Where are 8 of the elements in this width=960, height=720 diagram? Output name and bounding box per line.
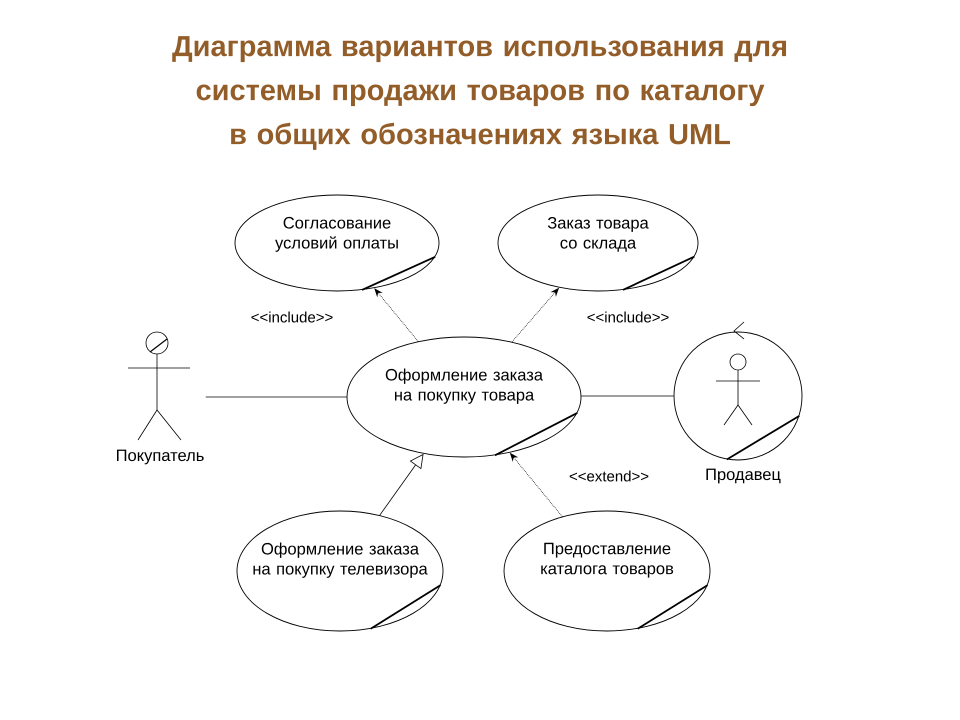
association-line — [205, 396, 347, 398]
node-label: Покупатель — [117, 450, 204, 464]
edge-label: <<extend>> — [568, 470, 650, 482]
edge-label: <<include>> — [250, 310, 334, 324]
actor-figure: Покупатель — [117, 332, 204, 464]
actor-name: Продавец — [706, 468, 781, 484]
edge-label: <<include>> — [586, 310, 670, 324]
title: Диаграмма вариантов использования для системы продажи товаров по каталогу в общих обозначениях языка UML — [172, 36, 786, 150]
